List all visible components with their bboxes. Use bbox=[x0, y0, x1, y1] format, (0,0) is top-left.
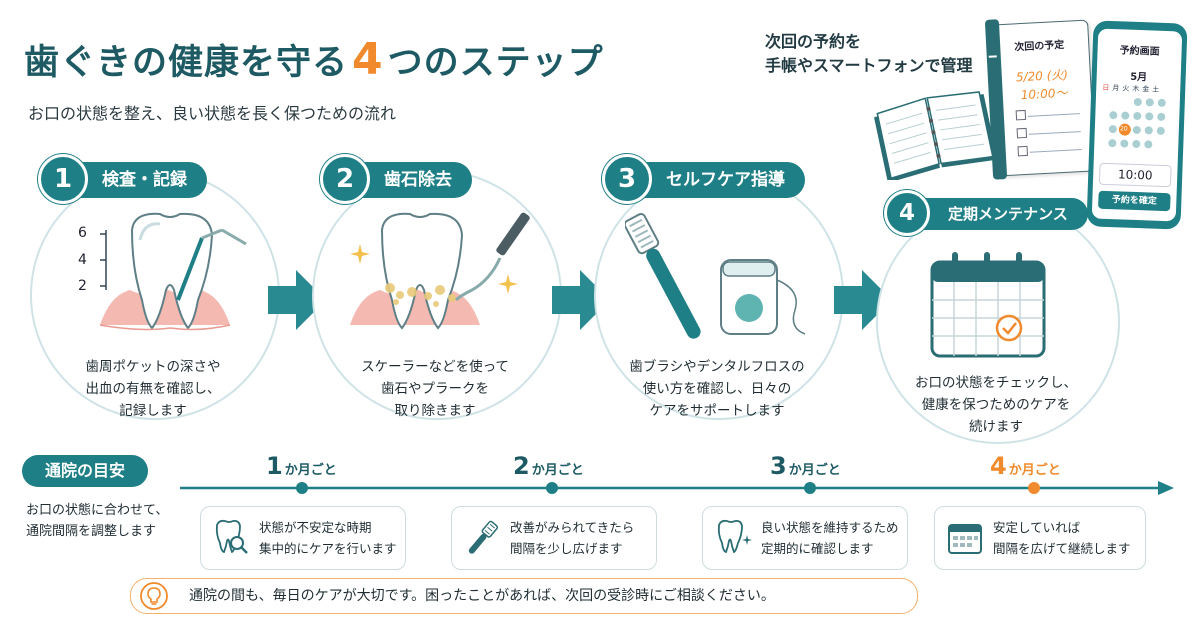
schedule-description: お口の状態に合わせて、通院間隔を調整します bbox=[26, 503, 169, 539]
planner-time: 10:00〜 bbox=[1020, 85, 1068, 103]
depth-mark-2: 2 bbox=[78, 278, 87, 294]
phone-time-field[interactable]: 10:00 bbox=[1098, 162, 1172, 188]
planner-checkbox bbox=[1015, 109, 1027, 121]
phone-weekdays: 日月火木金土 bbox=[1102, 83, 1160, 94]
step-1-description: 歯周ポケットの深さや出血の有無を確認し、記録します bbox=[85, 359, 221, 419]
interval-card-4: 安定していれば間隔を広げて継続します bbox=[934, 506, 1146, 570]
planner-checkbox bbox=[1016, 127, 1028, 139]
phone-heading: 予約画面 bbox=[1119, 45, 1160, 58]
interval-card-2: 改善がみられてきたら間隔を少し広げます bbox=[451, 506, 657, 570]
promo-line-2: 手帳やスマートフォンで管理 bbox=[765, 56, 973, 75]
step-2-circle bbox=[312, 170, 562, 420]
timeline-line bbox=[180, 481, 1174, 495]
confirm-reservation-button[interactable]: 予約を確定 bbox=[1098, 190, 1171, 212]
planner-date: 5/20 (火) bbox=[1015, 67, 1069, 85]
promo-line-1: 次回の予約を bbox=[765, 32, 862, 51]
step-2-number: 2 bbox=[320, 154, 370, 204]
flow-arrow-2 bbox=[552, 270, 610, 330]
toothbrush-icon bbox=[468, 520, 499, 554]
lightbulb-icon bbox=[140, 582, 168, 610]
step-1-number: 1 bbox=[38, 154, 88, 204]
footer-note: 通院の間も、毎日のケアが大切です。困ったことがあれば、次回の受診時にご相談くださ… bbox=[130, 578, 918, 614]
tooth-scaler-icon bbox=[350, 212, 530, 330]
phone-calendar-grid bbox=[1108, 98, 1166, 149]
phone-screen: 予約画面 5月 日月火木金土 20 10:00 予約を確定 bbox=[1091, 28, 1183, 222]
step-3-number: 3 bbox=[602, 154, 652, 204]
flow-arrow-3 bbox=[834, 270, 892, 330]
planner-heading: 次回の予定 bbox=[1014, 39, 1065, 54]
step-4-circle bbox=[876, 200, 1120, 444]
smartphone: 予約画面 5月 日月火木金土 20 10:00 予約を確定 bbox=[1086, 20, 1188, 230]
open-notebook-icon bbox=[874, 91, 998, 180]
step-4-description: お口の状態をチェックし、健康を保つためのケアを続けます bbox=[915, 375, 1077, 435]
depth-mark-4: 4 bbox=[78, 252, 87, 268]
promo-text: 次回の予約を 手帳やスマートフォンで管理 bbox=[765, 30, 973, 78]
calendar-icon bbox=[948, 524, 982, 554]
toothbrush-floss-icon bbox=[625, 212, 806, 339]
calendar-check-icon bbox=[930, 252, 1046, 358]
step-2-description: スケーラーなどを使って歯石やプラークを取り除きます bbox=[361, 359, 509, 419]
sparkle-tooth-icon bbox=[717, 519, 752, 554]
phone-month: 5月 bbox=[1129, 71, 1148, 84]
flow-arrow-1 bbox=[268, 270, 326, 330]
tooth-probe-icon bbox=[99, 212, 247, 331]
footer-note-text: 通院の間も、毎日のケアが大切です。困ったことがあれば、次回の受診時にご相談くださ… bbox=[189, 588, 775, 604]
schedule-badge: 通院の目安 bbox=[22, 455, 148, 487]
interval-card-3: 良い状態を維持するため定期的に確認します bbox=[702, 506, 908, 570]
phone-selected-day: 20 bbox=[1119, 125, 1128, 133]
step-4-number: 4 bbox=[884, 190, 930, 236]
tooth-magnifier-icon bbox=[215, 519, 248, 554]
depth-mark-6: 6 bbox=[78, 225, 87, 241]
planner-page: 次回の予定 5/20 (火) 10:00〜 bbox=[984, 19, 1096, 180]
planner-checkbox bbox=[1017, 145, 1029, 157]
step-3-description: 歯ブラシやデンタルフロスの使い方を確認し、日々のケアをサポートします bbox=[629, 359, 805, 419]
step-3-circle bbox=[594, 170, 844, 420]
interval-card-1: 状態が不安定な時期集中的にケアを行います bbox=[200, 506, 406, 570]
page-subtitle: お口の状態を整え、良い状態を長く保つための流れ bbox=[28, 104, 397, 123]
